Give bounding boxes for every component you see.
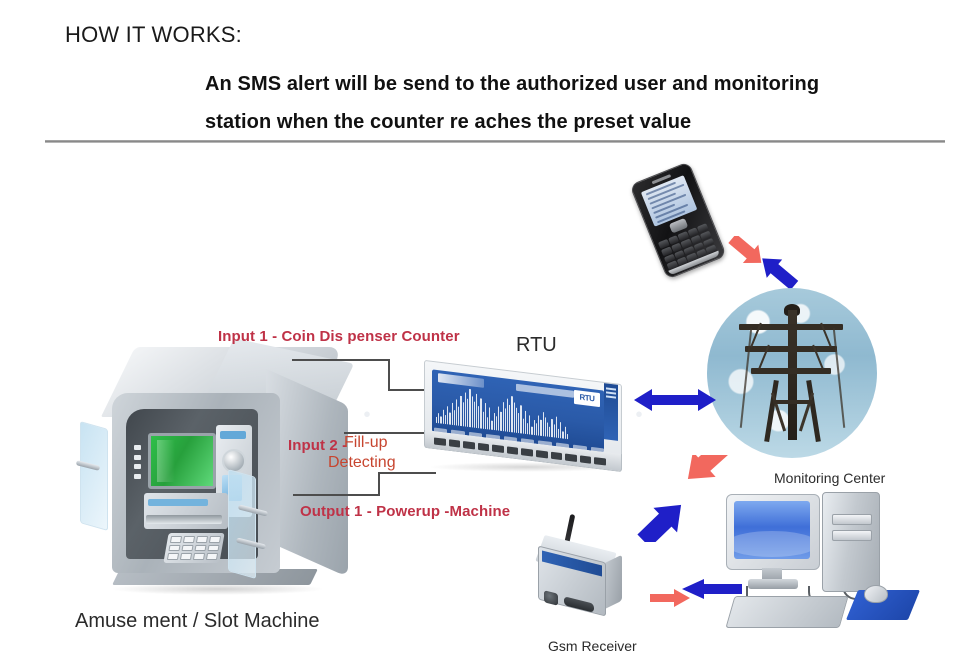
slot-machine-shadow xyxy=(110,583,325,595)
label-input2-detail-line2: Detecting xyxy=(328,454,396,471)
connector-input1-vertical xyxy=(388,359,390,390)
label-input1: Input 1 - Coin Dis penser Counter xyxy=(218,328,460,345)
gsm-power-jack xyxy=(544,590,558,606)
red-arrow-icon-to-gsm xyxy=(687,455,733,479)
connector-output1-vertical xyxy=(378,472,380,495)
coin-tray-lip xyxy=(148,499,208,506)
coin-tray-opening xyxy=(146,515,222,524)
slot-machine-display xyxy=(148,433,216,489)
description-line-2: station when the counter re aches the pr… xyxy=(205,111,692,133)
blue-arrow-icon-to-tower xyxy=(637,504,682,542)
rtu-badge: RTU xyxy=(574,389,600,408)
connector-input1-horizontal xyxy=(292,359,390,361)
connector-output1-lower xyxy=(293,494,380,496)
rtu-shadow xyxy=(428,462,624,472)
card-reader-slot xyxy=(220,431,246,439)
mouse xyxy=(864,585,888,603)
tower-crossarm-2 xyxy=(745,346,837,352)
tower-crossarm-3 xyxy=(751,368,831,374)
pc-drive-bay-1 xyxy=(832,514,872,525)
rtu-device-icon: RTU xyxy=(424,359,634,481)
gsm-receiver-label: Gsm Receiver xyxy=(548,638,637,654)
connector-input1-to-rtu xyxy=(388,389,440,391)
red-arrow-icon-phone-to-tower xyxy=(728,236,762,264)
tower-base-rail xyxy=(773,400,813,404)
tower-mast xyxy=(787,310,797,440)
blue-arrow-icon-pc-to-gsm xyxy=(682,579,742,599)
tower-crossarm-1 xyxy=(739,324,843,330)
gsm-modem-icon xyxy=(528,513,648,630)
monitor-stand-base xyxy=(748,579,798,589)
label-output1: Output 1 - Powerup -Machine xyxy=(300,503,511,520)
cell-tower-icon xyxy=(707,288,877,458)
monitor-stand-neck xyxy=(762,568,782,581)
monitoring-center-label: Monitoring Center xyxy=(774,470,886,486)
tower-wire-right xyxy=(832,328,846,428)
pc-drive-bay-2 xyxy=(832,530,872,541)
connector-output1-upper xyxy=(378,472,436,474)
blue-double-arrow-icon-rtu-tower xyxy=(634,389,716,411)
pc-tower-case xyxy=(822,492,880,592)
rtu-status-leds xyxy=(606,387,616,400)
page-description: An SMS alert will be send to the authori… xyxy=(205,65,905,141)
tower-wire-left xyxy=(739,328,753,428)
keyboard xyxy=(725,596,849,628)
desktop-computer-icon xyxy=(712,490,962,645)
right-glass-door xyxy=(228,468,256,580)
slot-machine-led-strip xyxy=(134,445,141,479)
header-divider xyxy=(45,140,945,143)
rtu-label: RTU xyxy=(516,334,557,356)
blue-arrow-icon-tower-to-phone xyxy=(762,258,799,291)
description-line-1: An SMS alert will be send to the authori… xyxy=(205,73,820,95)
monitor-screen xyxy=(734,501,810,559)
page-title: HOW IT WORKS: xyxy=(65,22,242,47)
label-input2: Input 2 - xyxy=(288,437,348,454)
slot-machine-label: Amuse ment / Slot Machine xyxy=(75,610,320,632)
slot-machine-keypad xyxy=(163,533,225,563)
slot-machine-icon xyxy=(70,338,360,605)
red-arrow-icon-gsm-to-pc xyxy=(650,589,690,607)
left-glass-door xyxy=(80,420,108,532)
connector-input2-horizontal xyxy=(344,432,430,434)
label-input2-detail: Fill-up Detecting xyxy=(328,433,396,473)
coin-dispenser-dial xyxy=(222,449,246,473)
label-input2-detail-line1: Fill-up xyxy=(344,434,388,451)
